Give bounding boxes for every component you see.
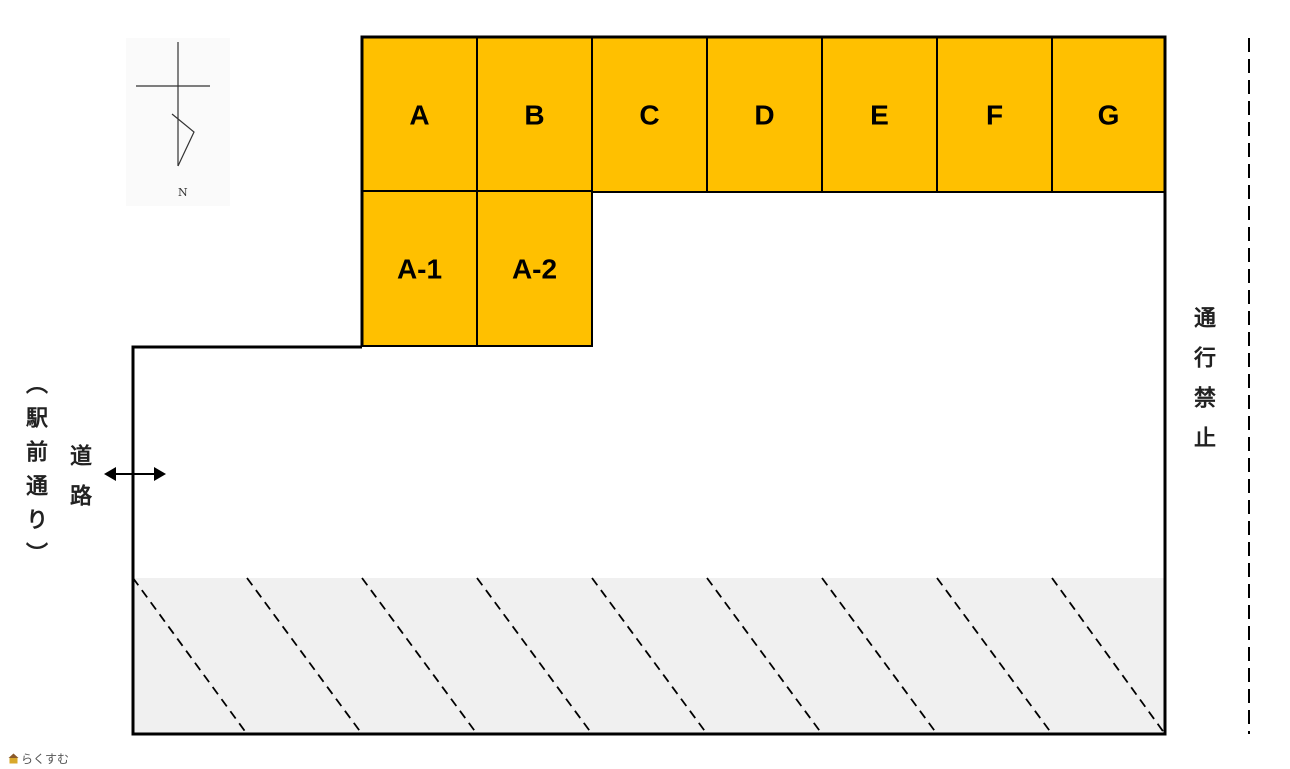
- slot-label: A-1: [397, 254, 442, 285]
- road-label: 道路: [66, 444, 91, 524]
- parking-slot-f: F: [936, 36, 1053, 193]
- no-entry-label: 通行禁止: [1190, 306, 1215, 466]
- parking-slot-a2: A-2: [476, 190, 593, 347]
- station-road-label: （駅前通り）: [22, 372, 47, 576]
- parking-slot-e: E: [821, 36, 938, 193]
- parking-slots: A B C D E F G A-1 A-2: [361, 36, 1166, 347]
- parking-slot-b: B: [476, 36, 593, 193]
- parking-slot-d: D: [706, 36, 823, 193]
- north-label: N: [178, 186, 188, 199]
- slot-label: B: [524, 100, 544, 131]
- slot-box: [936, 36, 1053, 193]
- slot-label: D: [754, 100, 774, 131]
- slot-label: E: [870, 100, 889, 131]
- slot-label: G: [1098, 100, 1120, 131]
- hatch-lines: [132, 577, 1166, 735]
- entrance-arrow-icon: [104, 467, 166, 481]
- parking-slot-g: G: [1051, 36, 1166, 193]
- slot-box: [591, 36, 708, 193]
- slot-label: C: [639, 100, 659, 131]
- slot-box: [361, 190, 478, 347]
- brand-text: らくすむ: [21, 752, 70, 766]
- north-compass-icon: [126, 38, 230, 206]
- slot-label: F: [986, 100, 1003, 131]
- brand-logo: らくすむ: [8, 750, 69, 767]
- house-icon: [8, 753, 19, 764]
- lot-outline: [131, 35, 1167, 736]
- slot-label: A-2: [512, 254, 557, 285]
- parking-slot-c: C: [591, 36, 708, 193]
- parking-slot-a1: A-1: [361, 190, 478, 347]
- slot-box: [1051, 36, 1166, 193]
- parking-slot-a: A: [361, 36, 478, 193]
- slot-label: A: [409, 100, 429, 131]
- slot-box: [476, 190, 593, 347]
